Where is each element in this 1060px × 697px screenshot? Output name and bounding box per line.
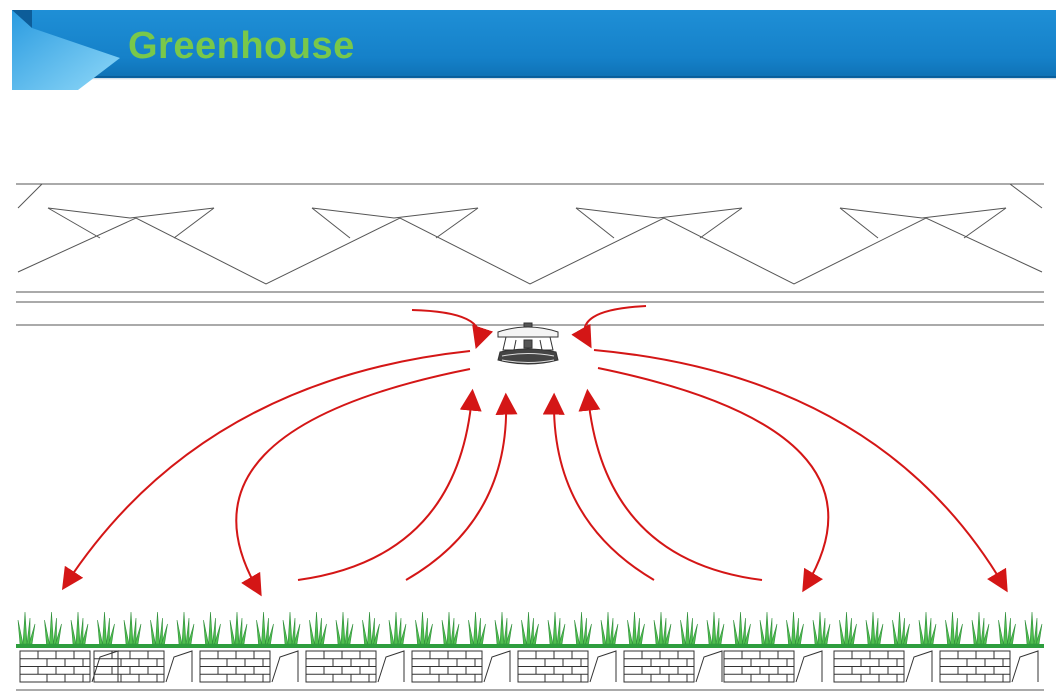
airflow-arrow-icon bbox=[578, 388, 763, 581]
grass-tuft-icon bbox=[892, 611, 910, 645]
page-title: Greenhouse bbox=[128, 25, 355, 67]
airflow-arrow-icon bbox=[542, 392, 655, 581]
grass-tuft-icon bbox=[653, 611, 672, 645]
airflow-arrow-icon bbox=[61, 350, 471, 591]
grass-tuft-icon bbox=[468, 611, 486, 645]
grass-tuft-icon bbox=[998, 611, 1016, 645]
grass-tuft-icon bbox=[706, 611, 725, 645]
roof-truss bbox=[16, 183, 1044, 326]
airflow-arrow-icon bbox=[571, 305, 647, 349]
grass-tuft-icon bbox=[547, 611, 566, 645]
header-banner: Greenhouse bbox=[12, 10, 1056, 90]
brick-bed bbox=[19, 650, 119, 683]
grass-tuft-icon bbox=[574, 611, 592, 645]
brick-bed bbox=[723, 650, 823, 683]
airflow-arrow-icon bbox=[405, 392, 518, 581]
grass-tuft-icon bbox=[786, 611, 804, 645]
brick-bed bbox=[833, 650, 933, 683]
grass-tuft-icon bbox=[918, 611, 937, 645]
grass-tuft-icon bbox=[362, 611, 380, 645]
grass-tuft-icon bbox=[44, 611, 62, 645]
airflow-arrow-icon bbox=[411, 309, 494, 349]
grass-tuft-icon bbox=[759, 611, 778, 645]
grass-tuft-icon bbox=[521, 611, 539, 645]
grass-tuft-icon bbox=[733, 611, 751, 645]
grass-tuft-icon bbox=[309, 611, 327, 645]
grass-tuft-icon bbox=[150, 611, 168, 645]
brick-bed bbox=[939, 650, 1039, 683]
grass-tuft-icon bbox=[415, 611, 433, 645]
grass-tuft-icon bbox=[494, 611, 513, 645]
grass-tuft-icon bbox=[17, 611, 36, 645]
grass-tuft-icon bbox=[123, 611, 142, 645]
airflow-arrow-icon bbox=[597, 367, 830, 593]
plant-beds bbox=[19, 650, 1039, 683]
grass-tuft-icon bbox=[865, 611, 884, 645]
grass-tuft-icon bbox=[441, 611, 460, 645]
grass-tuft-icon bbox=[203, 611, 221, 645]
grass-tuft-icon bbox=[839, 611, 857, 645]
brick-bed bbox=[623, 650, 723, 683]
grass-tuft-icon bbox=[945, 611, 963, 645]
grass-tuft-icon bbox=[229, 611, 248, 645]
brick-bed bbox=[517, 650, 617, 683]
grass-tuft-icon bbox=[1024, 611, 1043, 645]
brick-bed bbox=[199, 650, 299, 683]
airflow-arrow-icon bbox=[235, 368, 471, 597]
brick-bed bbox=[305, 650, 405, 683]
header-bar bbox=[12, 10, 1056, 78]
brick-bed bbox=[93, 650, 193, 683]
grass-tuft-icon bbox=[282, 611, 301, 645]
grass-tuft-icon bbox=[97, 611, 115, 645]
grass-tuft-icon bbox=[971, 611, 990, 645]
airflow-arrow-icon bbox=[593, 349, 1008, 593]
airflow-arrow-icon bbox=[297, 388, 482, 581]
grass-tuft-icon bbox=[680, 611, 698, 645]
grass-tuft-icon bbox=[388, 611, 407, 645]
header-shadow bbox=[12, 76, 1056, 80]
grass-tuft-icon bbox=[256, 611, 274, 645]
grass-tuft-icon bbox=[812, 611, 831, 645]
brick-bed bbox=[411, 650, 511, 683]
plant-row bbox=[17, 611, 1043, 645]
grass-tuft-icon bbox=[176, 611, 195, 645]
ceiling-fan-icon bbox=[497, 322, 559, 365]
grass-tuft-icon bbox=[70, 611, 89, 645]
grass-tuft-icon bbox=[600, 611, 619, 645]
header-accent-icon bbox=[12, 10, 120, 90]
airflow-arrows bbox=[61, 305, 1008, 597]
grass-tuft-icon bbox=[627, 611, 645, 645]
grass-tuft-icon bbox=[335, 611, 354, 645]
